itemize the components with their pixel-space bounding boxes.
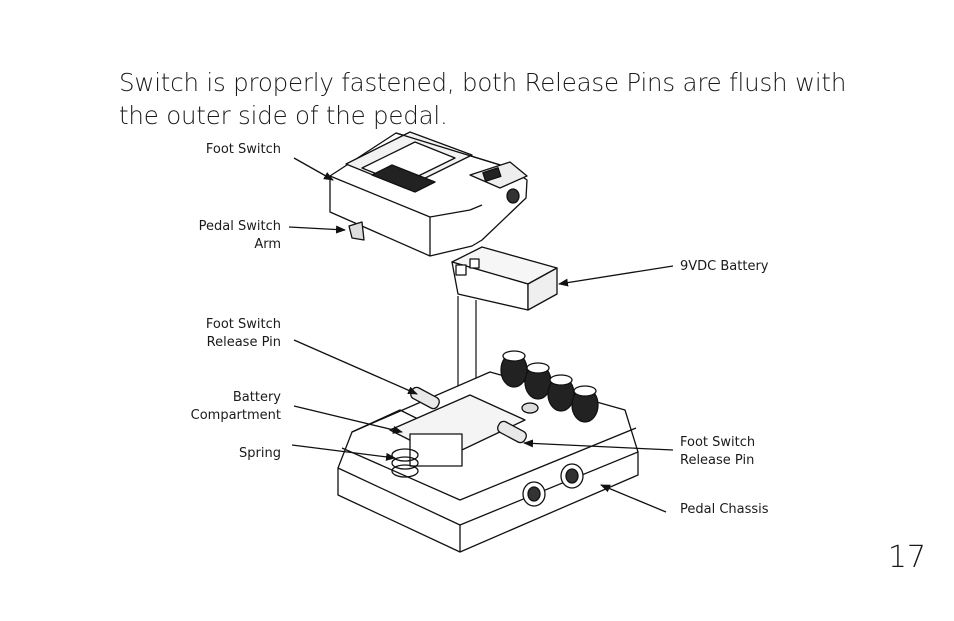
label-line: Compartment [190,408,281,423]
arrow-release-pin-left [293,339,418,395]
label-line: Release Pin [206,335,281,350]
label-line: Foot Switch [680,435,756,450]
intro-paragraph: Switch is properly fastened, both Releas… [119,68,847,130]
label-battery-compartment: Battery Compartment [160,389,281,425]
label-line: Pedal Switch [198,219,281,234]
arrow-9vdc-battery [558,265,674,287]
arrow-foot-switch [293,157,334,181]
pedal-chassis-illustration [337,350,639,553]
label-line: Battery [232,390,281,405]
label-pedal-switch-arm: Pedal Switch Arm [170,218,281,254]
battery-illustration [451,246,558,311]
label-release-pin-left: Foot Switch Release Pin [170,316,281,352]
label-9vdc-battery: 9VDC Battery [680,259,769,274]
arrow-release-pin-right [523,439,674,451]
leader-lines [288,157,674,513]
arrow-pedal-switch-arm [288,225,346,234]
arrow-battery-compartment [293,405,403,434]
label-release-pin-right: Foot Switch Release Pin [680,434,755,470]
arrow-pedal-chassis [600,484,667,513]
label-line: Foot Switch [205,317,281,332]
page-number: 17 [887,540,926,575]
label-spring: Spring [239,446,281,461]
foot-switch-illustration [329,131,528,257]
arrow-spring [291,444,396,461]
label-foot-switch: Foot Switch [205,142,281,157]
label-line: Arm [254,237,281,252]
label-line: Release Pin [680,453,755,468]
label-pedal-chassis: Pedal Chassis [680,502,769,517]
